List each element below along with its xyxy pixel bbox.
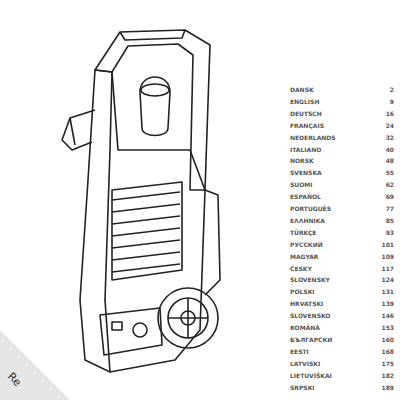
language-name: ENGLISH [290, 98, 319, 105]
language-name: FRANÇAIS [290, 122, 324, 129]
language-name: LATVISKI [290, 360, 320, 367]
language-name: РУССКИЙ [290, 241, 323, 248]
language-name: POLSKI [290, 288, 315, 295]
page-number: 168 [381, 348, 394, 355]
language-name: NEDERLANDS [290, 134, 336, 141]
page-number: 48 [386, 157, 394, 164]
language-name: DEUTSCH [290, 110, 322, 117]
page-number: 153 [381, 324, 394, 331]
language-name: SLOVENSKO [290, 312, 330, 319]
page-number: 93 [386, 229, 394, 236]
language-name: ESPAÑOL [290, 193, 321, 200]
language-name: HRVATSKI [290, 300, 323, 307]
language-name: БЪЛГАРСКИ [290, 336, 332, 343]
language-name: DANSK [290, 86, 314, 93]
page-number: 160 [381, 336, 394, 343]
page-number: 40 [386, 146, 394, 153]
washer-drawing [62, 30, 220, 372]
language-name: LIETUVIŠKAI [290, 372, 332, 379]
language-name: NORSK [290, 157, 314, 164]
page-number: 62 [386, 181, 394, 188]
corner-band [0, 330, 70, 400]
page-number: 124 [381, 276, 394, 283]
page-number: 175 [381, 360, 394, 367]
language-name: SRPSKI [290, 384, 315, 391]
language-name: EESTI [290, 348, 309, 355]
language-name: ČESKY [290, 265, 312, 272]
language-name: ITALIANO [290, 146, 321, 153]
language-name: TÜRKÇE [290, 229, 316, 236]
page-number: 146 [381, 312, 394, 319]
language-name: ΕΛΛΗΝΙΚΑ [290, 217, 325, 224]
page-number: 69 [386, 193, 394, 200]
page-number: 9 [390, 98, 394, 105]
language-name: PORTUGUÊS [290, 205, 331, 212]
page-number: 189 [381, 384, 394, 391]
page-number: 2 [390, 86, 394, 93]
page-number: 24 [386, 122, 394, 129]
page-number: 85 [386, 217, 394, 224]
page-number: 77 [386, 205, 394, 212]
page-number: 117 [381, 265, 394, 272]
page-number: 109 [381, 253, 394, 260]
page-number: 131 [381, 288, 394, 295]
language-name: SVENSKA [290, 169, 322, 176]
page-number: 55 [386, 169, 394, 176]
page-number: 182 [381, 372, 394, 379]
page-number: 32 [386, 134, 394, 141]
language-name: SUOMI [290, 181, 313, 188]
language-name: ROMÂNĂ [290, 324, 320, 331]
page-number: 139 [381, 300, 394, 307]
page-number: 16 [386, 110, 394, 117]
page-number: 101 [381, 241, 394, 248]
language-name: MAGYAR [290, 253, 318, 260]
language-name: SLOVENSKY [290, 276, 330, 283]
